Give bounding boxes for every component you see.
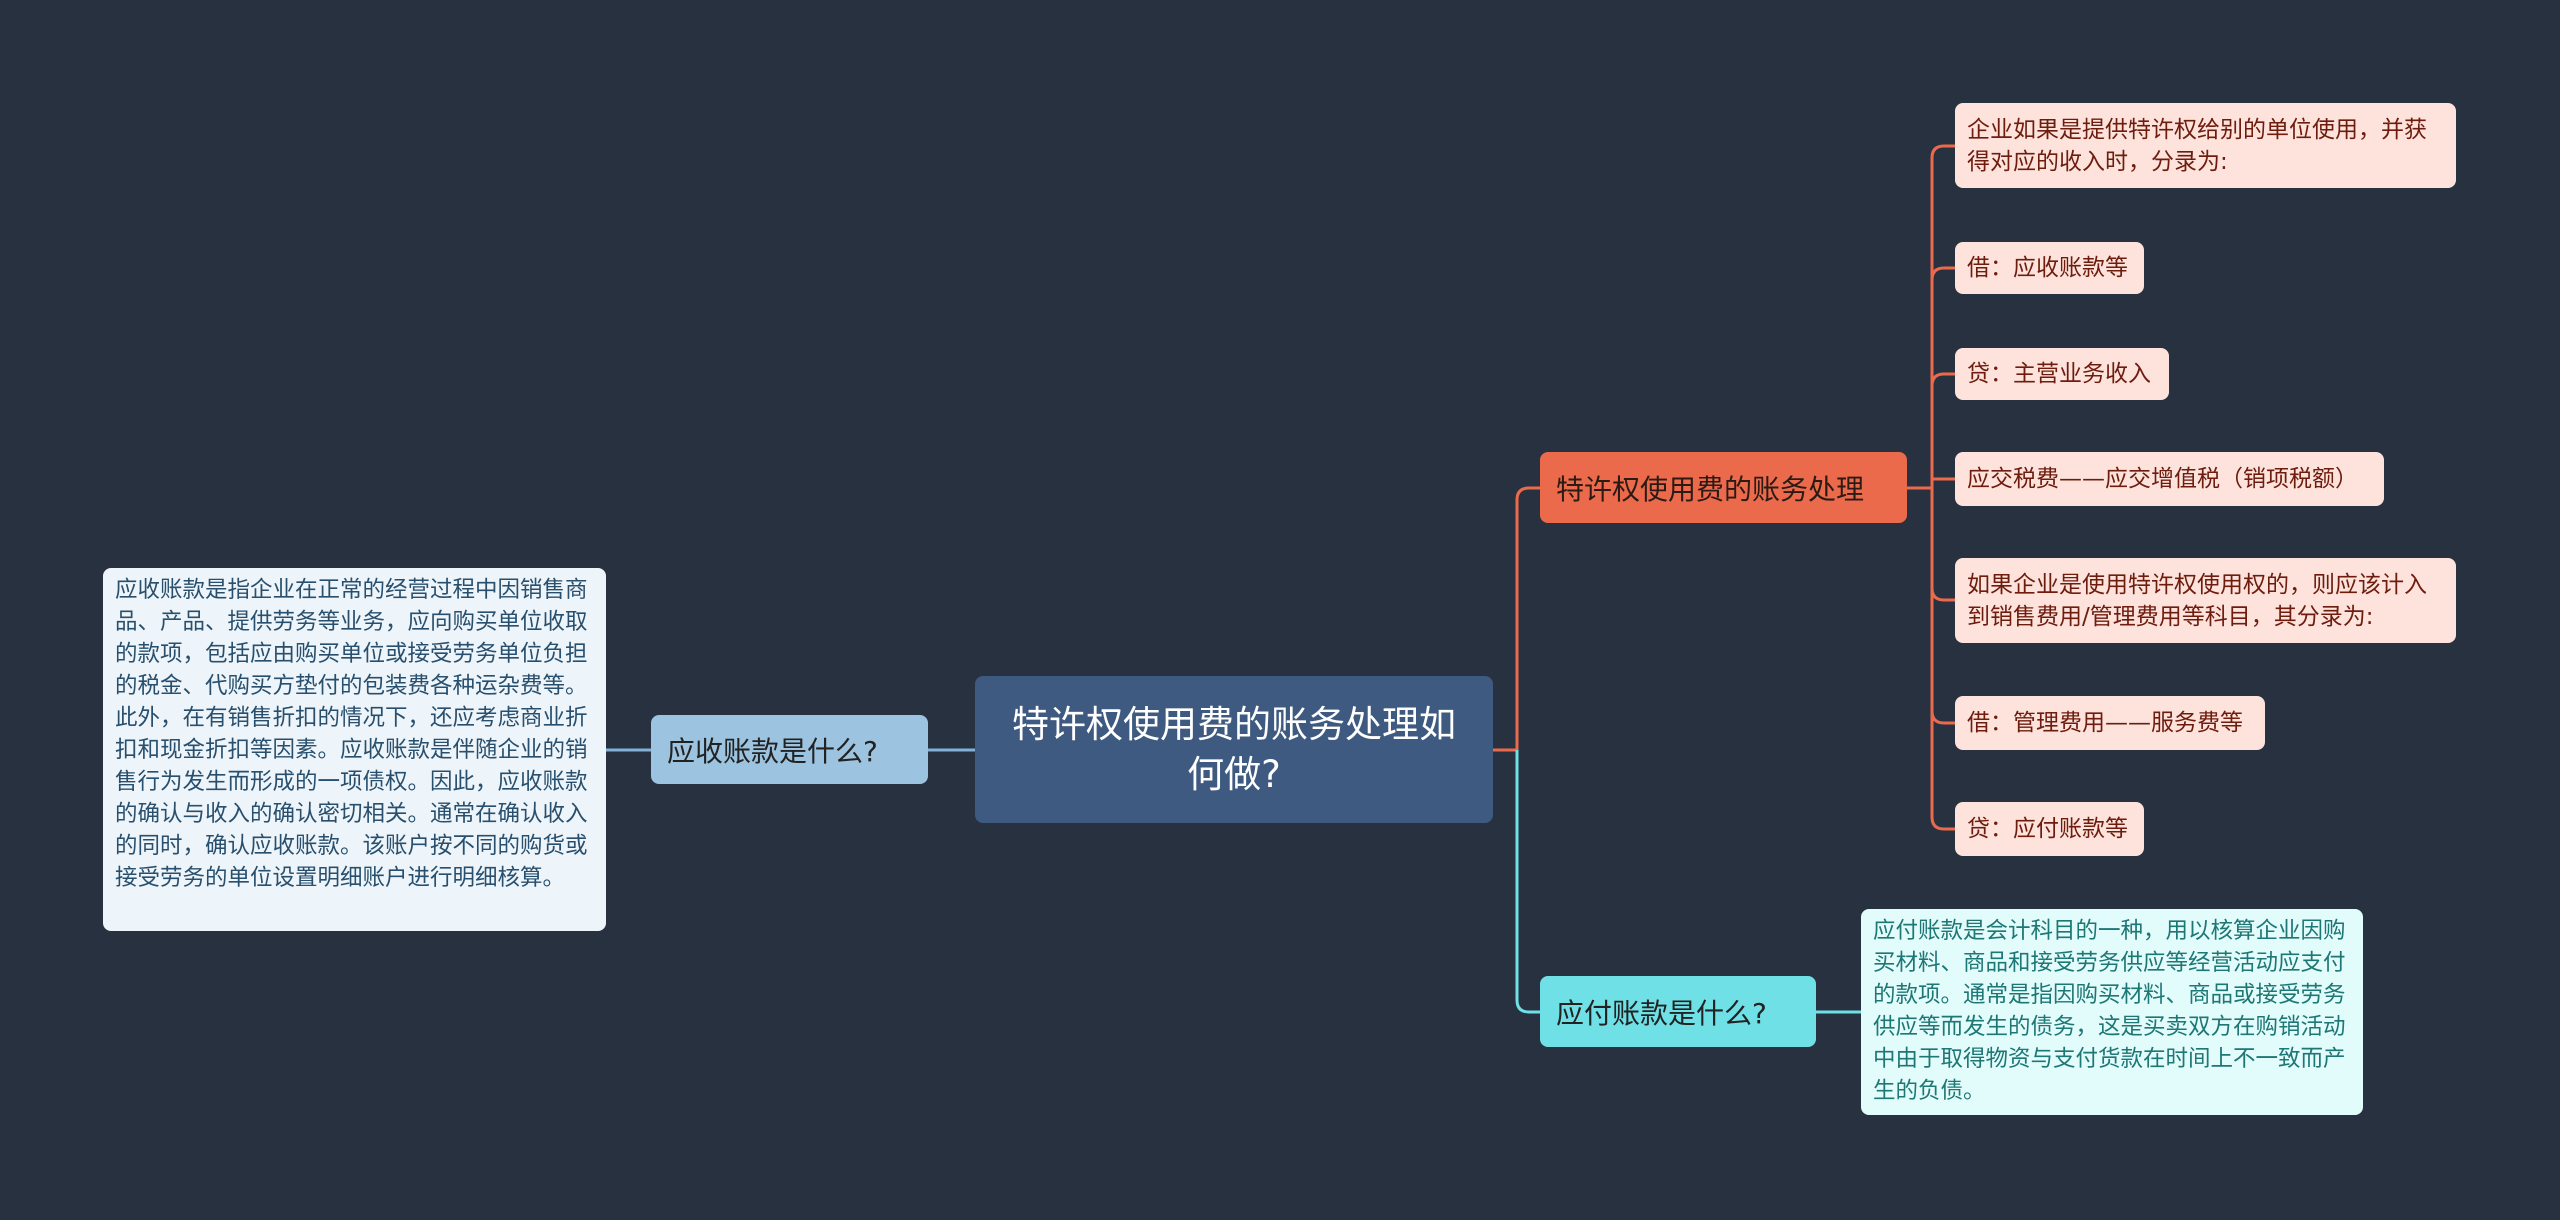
branch-royalty-accounting[interactable]: 特许权使用费的账务处理 <box>1540 452 1907 523</box>
receivables-description[interactable]: 应收账款是指企业在正常的经营过程中因销售商品、产品、提供劳务等业务，应向购买单位… <box>103 568 606 931</box>
central-topic[interactable]: 特许权使用费的账务处理如何做? <box>975 676 1493 823</box>
branch-receivables[interactable]: 应收账款是什么? <box>651 715 928 784</box>
description-text: 应收账款是指企业在正常的经营过程中因销售商品、产品、提供劳务等业务，应向购买单位… <box>115 577 588 891</box>
description-text: 应付账款是会计科目的一种，用以核算企业因购买材料、商品和接受劳务供应等经营活动应… <box>1873 918 2346 1104</box>
leaf-label: 借：管理费用——服务费等 <box>1967 710 2243 736</box>
leaf-item[interactable]: 贷：主营业务收入 <box>1955 348 2169 400</box>
leaf-item[interactable]: 贷：应付账款等 <box>1955 802 2144 856</box>
branch-label: 应收账款是什么? <box>667 734 878 768</box>
central-topic-label: 特许权使用费的账务处理如何做? <box>1012 702 1456 796</box>
leaf-item[interactable]: 如果企业是使用特许权使用权的，则应该计入到销售费用/管理费用等科目，其分录为: <box>1955 558 2456 643</box>
branch-payables[interactable]: 应付账款是什么? <box>1540 976 1816 1047</box>
connector-center-orange <box>1493 486 1540 752</box>
leaf-label: 如果企业是使用特许权使用权的，则应该计入到销售费用/管理费用等科目，其分录为: <box>1967 571 2427 630</box>
connector-orange-leaves <box>1930 144 1955 831</box>
leaf-label: 应交税费——应交增值税（销项税额） <box>1967 466 2358 492</box>
leaf-label: 贷：主营业务收入 <box>1967 361 2151 387</box>
leaf-label: 贷：应付账款等 <box>1967 816 2128 842</box>
leaf-item[interactable]: 借：管理费用——服务费等 <box>1955 696 2265 750</box>
payables-description[interactable]: 应付账款是会计科目的一种，用以核算企业因购买材料、商品和接受劳务供应等经营活动应… <box>1861 909 2363 1115</box>
leaf-item[interactable]: 借：应收账款等 <box>1955 242 2144 294</box>
leaf-label: 借：应收账款等 <box>1967 255 2128 281</box>
leaf-item[interactable]: 应交税费——应交增值税（销项税额） <box>1955 452 2384 506</box>
branch-label: 特许权使用费的账务处理 <box>1556 472 1865 506</box>
branch-label: 应付账款是什么? <box>1556 996 1767 1030</box>
leaf-item[interactable]: 企业如果是提供特许权给别的单位使用，并获得对应的收入时，分录为: <box>1955 103 2456 188</box>
connector-center-cyan <box>1515 750 1540 1014</box>
leaf-label: 企业如果是提供特许权给别的单位使用，并获得对应的收入时，分录为: <box>1967 116 2427 175</box>
